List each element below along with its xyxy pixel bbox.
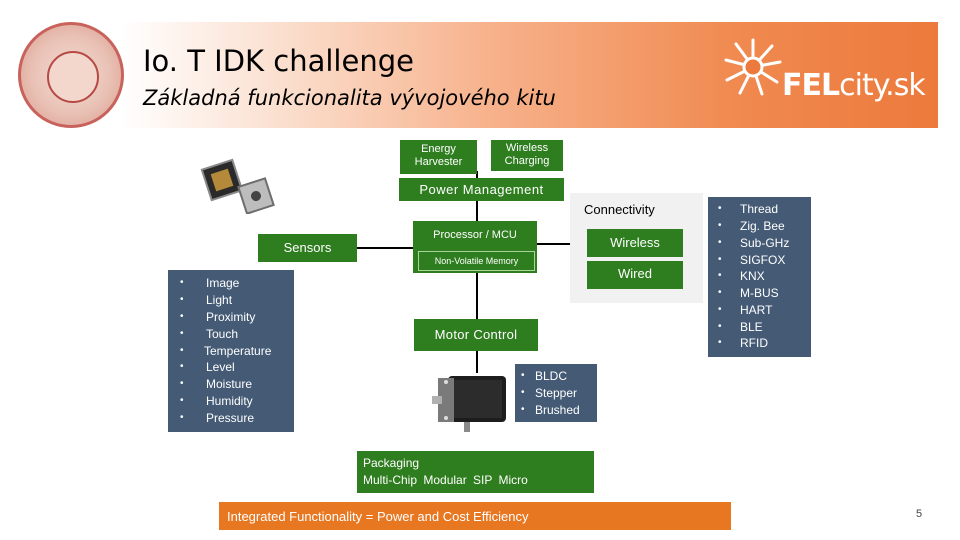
list-item: Moisture bbox=[206, 377, 253, 391]
motor-types-list: •BLDC •Stepper •Brushed bbox=[515, 364, 597, 422]
processor-label: Processor / MCU bbox=[433, 229, 517, 241]
list-item: Touch bbox=[206, 327, 239, 341]
wireless-charging-block: Wireless Charging bbox=[491, 140, 563, 171]
page-number: 5 bbox=[916, 508, 923, 520]
logo-part-city: city.sk bbox=[839, 68, 926, 103]
packaging-block bbox=[357, 451, 594, 493]
list-item: Light bbox=[206, 293, 233, 307]
energy-harvester-line-1: Energy bbox=[421, 143, 456, 155]
protocol-list: •Thread •Zig. Bee •Sub-GHz •SIGFOX •KNX … bbox=[708, 197, 811, 357]
felcity-logo-text: FELcity.sk bbox=[782, 68, 926, 103]
list-item: Thread bbox=[740, 202, 779, 216]
list-item: Proximity bbox=[206, 310, 256, 324]
list-item: Brushed bbox=[535, 403, 580, 417]
packaging-title: Packaging bbox=[363, 456, 420, 470]
list-item: SIGFOX bbox=[740, 253, 786, 267]
wireless-block: Wireless bbox=[587, 229, 683, 257]
list-item: Humidity bbox=[206, 394, 253, 408]
list-item: Stepper bbox=[535, 386, 578, 400]
felcity-sun-logo-icon bbox=[724, 38, 782, 96]
list-item: KNX bbox=[740, 269, 765, 283]
header-banner bbox=[120, 22, 938, 128]
connectivity-label: Connectivity bbox=[584, 202, 655, 217]
wireless-charging-line-2: Charging bbox=[504, 155, 550, 167]
list-item: Zig. Bee bbox=[740, 219, 785, 233]
power-management-block: Power Management bbox=[399, 178, 564, 201]
motor-control-block: Motor Control bbox=[414, 319, 538, 351]
logo-part-fel: FEL bbox=[782, 68, 840, 103]
list-item: Pressure bbox=[206, 411, 255, 425]
energy-harvester-block: Energy Harvester bbox=[400, 140, 477, 174]
list-item: HART bbox=[740, 303, 773, 317]
wireless-charging-line-1: Wireless bbox=[505, 142, 549, 154]
motor-image-icon bbox=[432, 376, 506, 432]
slide-subtitle: Základná funkcionalita vývojového kitu bbox=[143, 86, 556, 110]
non-volatile-memory-block: Non-Volatile Memory bbox=[418, 251, 535, 271]
list-item: BLE bbox=[740, 320, 763, 334]
list-item: Image bbox=[206, 276, 240, 290]
list-item: Sub-GHz bbox=[740, 236, 790, 250]
integrated-functionality-banner: Integrated Functionality = Power and Cos… bbox=[219, 502, 731, 530]
list-item: Temperature bbox=[204, 344, 272, 358]
university-seal-icon bbox=[18, 22, 124, 128]
list-item: Level bbox=[206, 360, 235, 374]
list-item: BLDC bbox=[535, 369, 568, 383]
packaging-items: Multi-Chip Modular SIP Micro bbox=[363, 473, 528, 487]
sensor-types-list: •Image •Light •Proximity •Touch •Tempera… bbox=[168, 270, 294, 432]
energy-harvester-line-2: Harvester bbox=[414, 156, 463, 168]
chip-image-icon bbox=[200, 158, 275, 214]
slide-title: Io. T IDK challenge bbox=[143, 44, 414, 78]
wired-block: Wired bbox=[587, 261, 683, 289]
list-item: M-BUS bbox=[740, 286, 779, 300]
sensors-block: Sensors bbox=[258, 234, 357, 262]
list-item: RFID bbox=[740, 336, 768, 350]
